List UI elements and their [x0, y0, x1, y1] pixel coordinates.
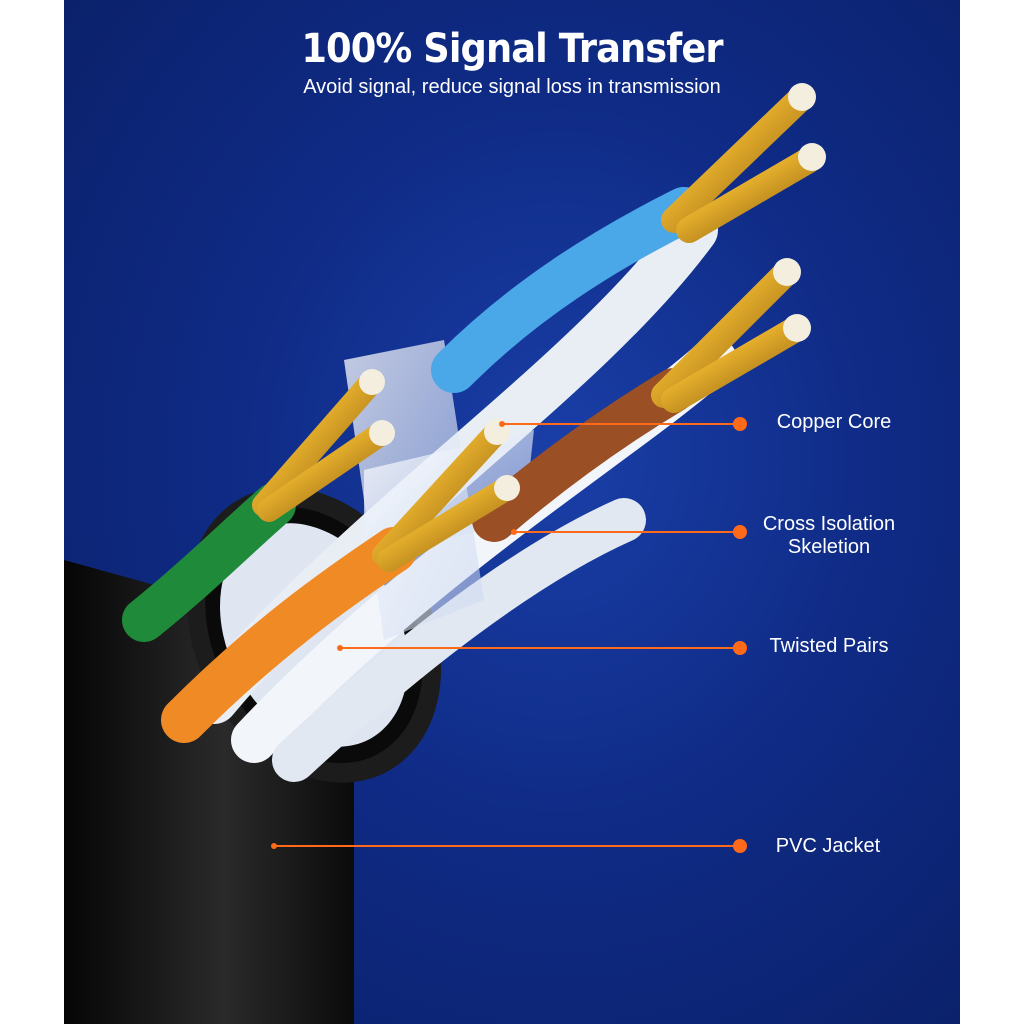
callout-line-twisted-pairs — [337, 641, 747, 655]
cable-illustration — [64, 83, 826, 1024]
product-poster: 100% Signal Transfer Avoid signal, reduc… — [64, 0, 960, 1024]
copper-cores — [252, 83, 826, 572]
poster-title: 100% Signal Transfer — [301, 26, 723, 72]
label-cross-isolation-skeleton: Cross Isolation Skeletion — [762, 513, 896, 558]
label-pvc-jacket: PVC Jacket — [775, 835, 881, 857]
callout-line-pvc-jacket — [271, 839, 747, 853]
callout-line-cross-isolation — [511, 525, 747, 539]
callout-line-copper-core — [499, 417, 747, 431]
poster-subtitle: Avoid signal, reduce signal loss in tran… — [303, 76, 721, 98]
callout-lines — [271, 417, 747, 853]
label-copper-core: Copper Core — [776, 411, 892, 433]
label-twisted-pairs: Twisted Pairs — [769, 635, 889, 657]
